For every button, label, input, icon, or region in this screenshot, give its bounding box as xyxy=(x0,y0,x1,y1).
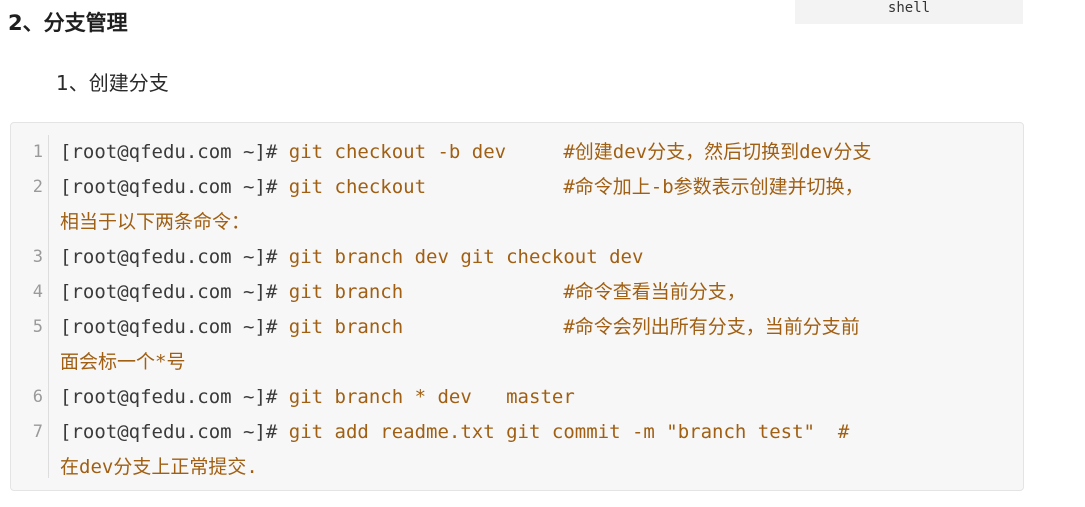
section-heading: 2、分支管理 xyxy=(8,11,128,35)
shell-prompt: [root@qfedu.com ~]# xyxy=(60,141,278,163)
shell-prompt: [root@qfedu.com ~]# xyxy=(60,281,278,303)
shell-prompt: [root@qfedu.com ~]# xyxy=(60,316,278,338)
code-comment: #命令查看当前分支， xyxy=(563,281,746,303)
code-comment: #创建dev分支，然后切换到dev分支 xyxy=(563,141,872,163)
line-number: 3 xyxy=(32,247,43,267)
line-number-gutter-divider xyxy=(48,135,49,478)
shell-command: git checkout -b dev xyxy=(277,141,564,163)
shell-command: git branch xyxy=(277,281,564,303)
code-language-label: shell xyxy=(795,0,1023,24)
line-number: 1 xyxy=(32,142,43,162)
shell-prompt: [root@qfedu.com ~]# xyxy=(60,246,278,268)
line-number: 4 xyxy=(32,282,43,302)
line-number: 5 xyxy=(32,317,43,337)
line-number: 7 xyxy=(32,422,43,442)
shell-command: git branch xyxy=(277,316,564,338)
shell-command: git branch dev git checkout dev xyxy=(277,246,644,268)
code-comment: #命令会列出所有分支，当前分支前 面会标一个*号 xyxy=(60,316,860,373)
line-number: 6 xyxy=(32,387,43,407)
shell-command: git checkout xyxy=(277,176,564,198)
line-number: 2 xyxy=(32,177,43,197)
code-text[interactable]: [root@qfedu.com ~]# git checkout #命令加上-b… xyxy=(60,170,1007,240)
code-text[interactable]: [root@qfedu.com ~]# git branch #命令查看当前分支… xyxy=(60,275,1007,310)
shell-command: git branch * dev master xyxy=(277,386,575,408)
shell-prompt: [root@qfedu.com ~]# xyxy=(60,386,278,408)
code-block[interactable]: 1 [root@qfedu.com ~]# git checkout -b de… xyxy=(10,122,1024,491)
shell-prompt: [root@qfedu.com ~]# xyxy=(60,176,278,198)
shell-command: git add readme.txt git commit -m "branch… xyxy=(277,421,838,443)
code-comment: #命令加上-b参数表示创建并切换， 相当于以下两条命令： xyxy=(60,176,864,233)
code-text[interactable]: [root@qfedu.com ~]# git branch dev git c… xyxy=(60,240,1007,275)
code-text[interactable]: [root@qfedu.com ~]# git checkout -b dev … xyxy=(60,135,1007,170)
code-text[interactable]: [root@qfedu.com ~]# git branch * dev mas… xyxy=(60,380,1007,415)
code-comment: # 在dev分支上正常提交. xyxy=(60,421,850,478)
shell-prompt: [root@qfedu.com ~]# xyxy=(60,421,278,443)
sub-heading: 1、创建分支 xyxy=(56,71,169,95)
code-text[interactable]: [root@qfedu.com ~]# git branch #命令会列出所有分… xyxy=(60,310,1007,380)
code-text[interactable]: [root@qfedu.com ~]# git add readme.txt g… xyxy=(60,415,1007,485)
